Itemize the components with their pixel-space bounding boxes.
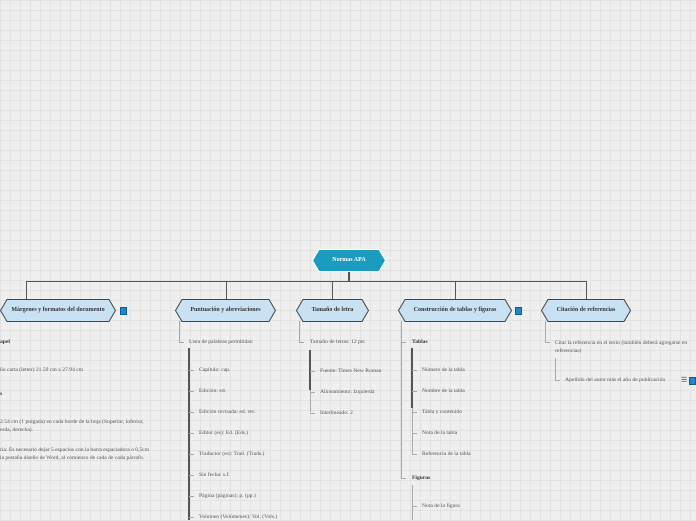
connector [401, 321, 402, 478]
central-topic[interactable]: Normas APA [312, 249, 386, 272]
topic-margenes[interactable]: Márgenes y formatos del documento [0, 299, 116, 322]
connector [555, 358, 556, 380]
branch-item[interactable]: ria: Es necesario dejar 5 espacios con l… [0, 447, 150, 453]
branch-item[interactable]: ño carta (letter) 21.59 cm x 27.94 cm [0, 367, 84, 373]
connector [189, 433, 194, 434]
branch-item[interactable]: Traductor (es): Trad. (Trads.) [199, 451, 265, 457]
connector [401, 478, 406, 479]
connector [412, 412, 417, 413]
branch-item[interactable]: Apellido del autor más el año de publica… [565, 377, 666, 383]
topic-label: Puntuación y abreviaciones [190, 307, 261, 313]
connector [555, 380, 560, 381]
group-label[interactable]: Figuras [412, 475, 431, 481]
connector [545, 342, 550, 343]
note-icon[interactable] [120, 307, 127, 315]
connector [189, 391, 194, 392]
connector [412, 391, 417, 392]
connector [26, 281, 27, 299]
central-topic-label: Normas APA [332, 257, 366, 263]
branch-item[interactable]: Número de la tabla [422, 367, 465, 373]
branch-item[interactable]: Nota de la tabla [422, 430, 458, 436]
connector [189, 475, 194, 476]
topic-label: Citación de referencias [556, 307, 616, 313]
connector [412, 370, 417, 371]
connector [412, 485, 413, 520]
topic-tablas-figuras[interactable]: Construcción de tablas y figuras [398, 299, 512, 322]
connector [401, 342, 406, 343]
branch-item[interactable]: Citar la referencia en el texto (también… [555, 340, 688, 346]
branch-item[interactable]: Capítulo: cap. [199, 367, 231, 373]
connector [310, 390, 311, 412]
topic-citacion[interactable]: Citación de referencias [541, 299, 631, 322]
topic-label: Construcción de tablas y figuras [413, 307, 497, 313]
connector [411, 348, 413, 408]
connector [332, 281, 333, 299]
branch-item[interactable]: referencias) [555, 348, 582, 354]
branch-item[interactable]: Edición revisada: ed. rev. [199, 409, 256, 415]
branch-item[interactable]: erda, derecha). [0, 427, 34, 433]
branch-item[interactable]: Tamaño de letras: 12 pts [310, 339, 365, 345]
branch-item[interactable]: Fuente: Times New Roman [320, 368, 382, 374]
connector [189, 517, 194, 518]
connector [189, 496, 194, 497]
branch-item[interactable]: Interlineado: 2 [320, 410, 353, 416]
branch-item[interactable]: s [0, 391, 3, 397]
connector [310, 392, 315, 393]
branch-item[interactable]: Referencia de la tabla [422, 451, 471, 457]
branch-item[interactable]: Editor (es): Ed. (Eds.) [199, 430, 249, 436]
branch-item[interactable]: 2.54 cm (1 pulgada) en cada borde de la … [0, 419, 144, 425]
connector [26, 281, 587, 282]
branch-item[interactable]: Volumen (Volúmenes): Vol. (Vols.) [199, 514, 278, 520]
connector [412, 454, 417, 455]
connector [299, 342, 304, 343]
note-icon[interactable] [689, 377, 696, 385]
note-icon[interactable] [515, 307, 522, 315]
connector [299, 321, 300, 342]
branch-item[interactable]: Tabla y contenido [422, 409, 462, 415]
connector [189, 370, 194, 371]
branch-item[interactable]: Sin fecha: s.f. [199, 472, 230, 478]
connector [309, 350, 311, 390]
connector [179, 321, 180, 342]
branch-item[interactable]: Alineamiento: Izquierda [320, 389, 375, 395]
branch-item[interactable]: la pestaña diseño de Word, al comienzo d… [0, 455, 145, 461]
topic-label: Márgenes y formatos del documento [11, 307, 105, 313]
group-label[interactable]: Tablas [412, 339, 428, 345]
connector [586, 281, 587, 299]
connector [179, 342, 184, 343]
connector [226, 281, 227, 299]
notes-list-icon[interactable]: ☰ [681, 376, 688, 384]
connector [348, 272, 350, 281]
connector [310, 413, 315, 414]
connector [412, 408, 413, 454]
connector [545, 321, 546, 342]
connector [455, 281, 456, 299]
connector [188, 348, 190, 520]
branch-item[interactable]: Edición: ed. [199, 388, 227, 394]
connector [412, 433, 417, 434]
connector [189, 412, 194, 413]
branch-item[interactable]: Nombre de la tabla [422, 388, 465, 394]
branch-item[interactable]: apel [0, 339, 10, 345]
topic-label: Tamaño de letra [311, 307, 354, 313]
connector [189, 454, 194, 455]
branch-item[interactable]: Página (páginas): p. (pp.) [199, 493, 256, 499]
branch-item[interactable]: Nota de la figura [422, 503, 460, 509]
connector [310, 371, 315, 372]
topic-tamano-letra[interactable]: Tamaño de letra [296, 299, 369, 322]
branch-item[interactable]: Lista de palabras permitidas: [189, 339, 254, 345]
connector [412, 506, 417, 507]
topic-puntuacion[interactable]: Puntuación y abreviaciones [175, 299, 276, 322]
